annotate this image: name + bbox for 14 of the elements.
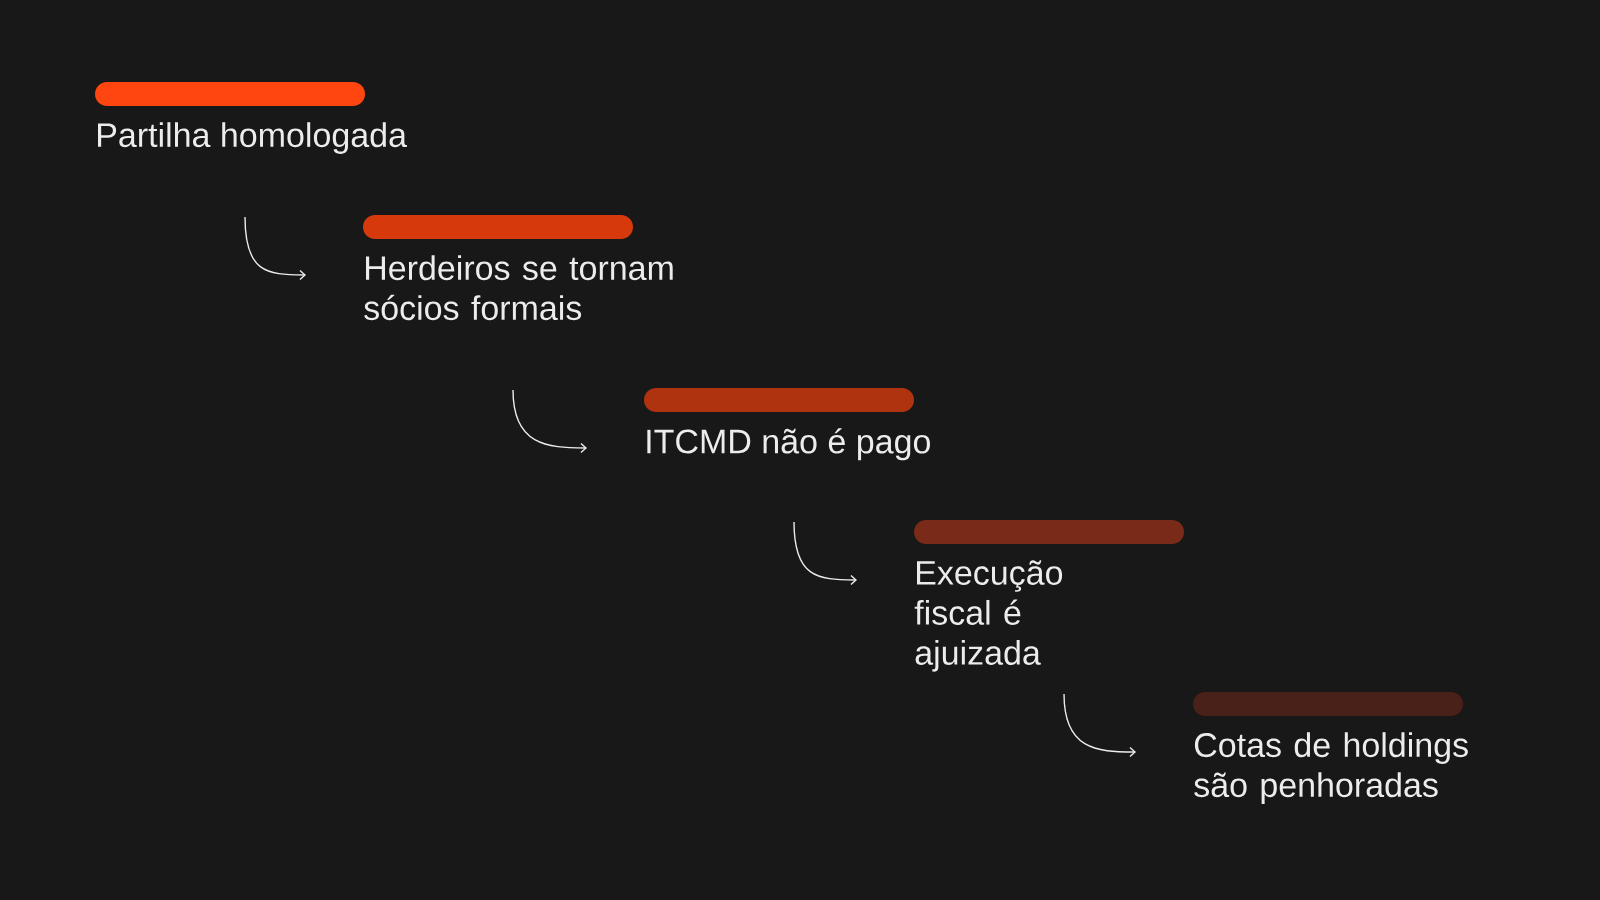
node-label: ITCMD não é pago <box>647 428 930 461</box>
step-card: Herdeiros se tornam sócios formais <box>363 215 673 321</box>
node-label: Execução fiscal é ajuizada <box>914 560 1063 672</box>
curved-arrow <box>793 521 857 586</box>
curved-arrow <box>1063 693 1136 758</box>
curved-arrow <box>244 216 306 281</box>
node-label: Partilha homologada <box>98 122 407 154</box>
step-card: Partilha homologada <box>95 82 407 154</box>
step-card: Cotas de holdings são penhoradas <box>1193 692 1468 804</box>
node-label: Cotas de holdings são penhoradas <box>1194 732 1468 804</box>
step-card: Execução fiscal é ajuizada <box>914 520 1184 672</box>
step-card: ITCMD não é pago <box>644 388 930 461</box>
node-label: Herdeiros se tornam sócios formais <box>364 255 673 321</box>
curved-arrow <box>512 389 587 454</box>
